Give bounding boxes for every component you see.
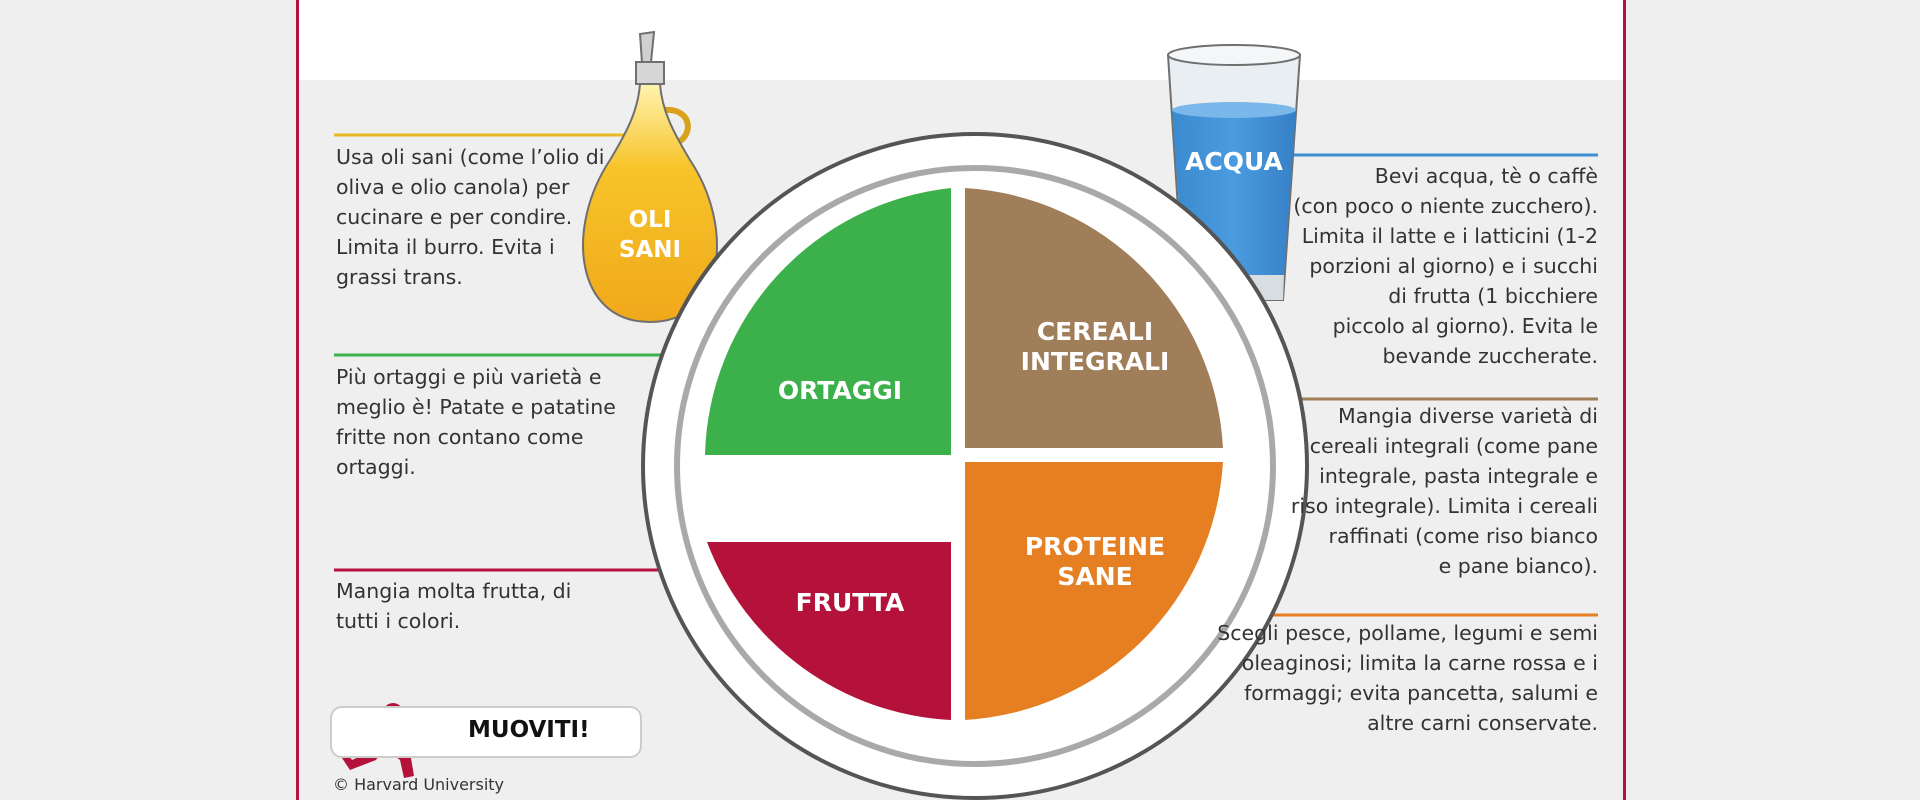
oil-note-line: Usa oli sani (come l’olio di <box>336 145 605 169</box>
vegetables-label: ORTAGGI <box>777 376 903 405</box>
oil-note-line: oliva e olio canola) per <box>336 175 570 199</box>
protein-note: Scegli pesce, pollame, legumi e semi ole… <box>1217 618 1598 738</box>
protein-label-line-2: SANE <box>1057 562 1133 591</box>
water-note-line: Bevi acqua, tè o caffè <box>1374 164 1598 188</box>
oil-note: Usa oli sani (come l’olio di oliva e oli… <box>336 142 604 292</box>
oil-label-line-1: OLI <box>628 207 672 233</box>
activity-label: MUOVITI! <box>468 717 590 743</box>
vegetables-note-line: Più ortaggi e più varietà e <box>336 365 602 389</box>
oil-bottle-icon <box>582 30 718 324</box>
oil-note-line: grassi trans. <box>336 265 463 289</box>
oil-label-line-2: SANI <box>618 237 682 263</box>
oil-note-line: Limita il burro. Evita i <box>336 235 555 259</box>
fruits-label: FRUTTA <box>795 588 905 617</box>
fruits-section <box>707 542 951 720</box>
protein-note-line: formaggi; evita pancetta, salumi e <box>1244 681 1598 705</box>
grains-label-line-2: INTEGRALI <box>1020 347 1170 376</box>
protein-section <box>965 462 1223 720</box>
grains-note-line: riso integrale). Limita i cereali <box>1290 494 1598 518</box>
vegetables-note-line: meglio è! Patate e patatine <box>336 395 616 419</box>
grains-note: Mangia diverse varietà di cereali integr… <box>1291 401 1598 581</box>
grains-note-line: integrale, pasta integrale e <box>1319 464 1598 488</box>
water-label: ACQUA <box>1185 147 1283 176</box>
vegetables-section <box>705 188 951 455</box>
grains-note-line: raffinati (come riso bianco <box>1328 524 1598 548</box>
water-note-line: piccolo al giorno). Evita le <box>1332 314 1598 338</box>
water-note: Bevi acqua, tè o caffè (con poco o nient… <box>1293 161 1598 371</box>
grains-note-line: cereali integrali (come pane <box>1309 434 1598 458</box>
vegetables-note-line: ortaggi. <box>336 455 416 479</box>
vegetables-note-line: fritte non contano come <box>336 425 584 449</box>
water-note-line: Limita il latte e i latticini (1-2 <box>1301 224 1598 248</box>
grains-section <box>965 188 1223 448</box>
water-note-line: bevande zuccherate. <box>1382 344 1598 368</box>
water-note-line: (con poco o niente zucchero). <box>1293 194 1598 218</box>
water-note-line: porzioni al giorno) e i succhi <box>1309 254 1598 278</box>
oil-label: OLI SANI <box>610 205 690 265</box>
top-band <box>299 0 1623 80</box>
protein-note-line: oleaginosi; limita la carne rossa e i <box>1241 651 1598 675</box>
grains-note-line: Mangia diverse varietà di <box>1338 404 1598 428</box>
grains-label: CEREALI INTEGRALI <box>985 317 1205 377</box>
copyright-credit: © Harvard University <box>333 775 505 794</box>
activity-box <box>330 706 642 758</box>
grains-label-line-1: CEREALI <box>1036 317 1154 346</box>
water-note-line: di frutta (1 bicchiere <box>1388 284 1598 308</box>
grains-note-line: e pane bianco). <box>1438 554 1598 578</box>
oil-note-line: cucinare e per condire. <box>336 205 573 229</box>
vegetables-note: Più ortaggi e più varietà e meglio è! Pa… <box>336 362 616 482</box>
fruits-note-line: Mangia molta frutta, di <box>336 579 572 603</box>
protein-note-line: Scegli pesce, pollame, legumi e semi <box>1217 621 1598 645</box>
protein-note-line: altre carni conservate. <box>1367 711 1598 735</box>
fruits-note: Mangia molta frutta, di tutti i colori. <box>336 576 571 636</box>
protein-label-line-1: PROTEINE <box>1024 532 1166 561</box>
fruits-note-line: tutti i colori. <box>336 609 461 633</box>
protein-label: PROTEINE SANE <box>985 532 1205 592</box>
